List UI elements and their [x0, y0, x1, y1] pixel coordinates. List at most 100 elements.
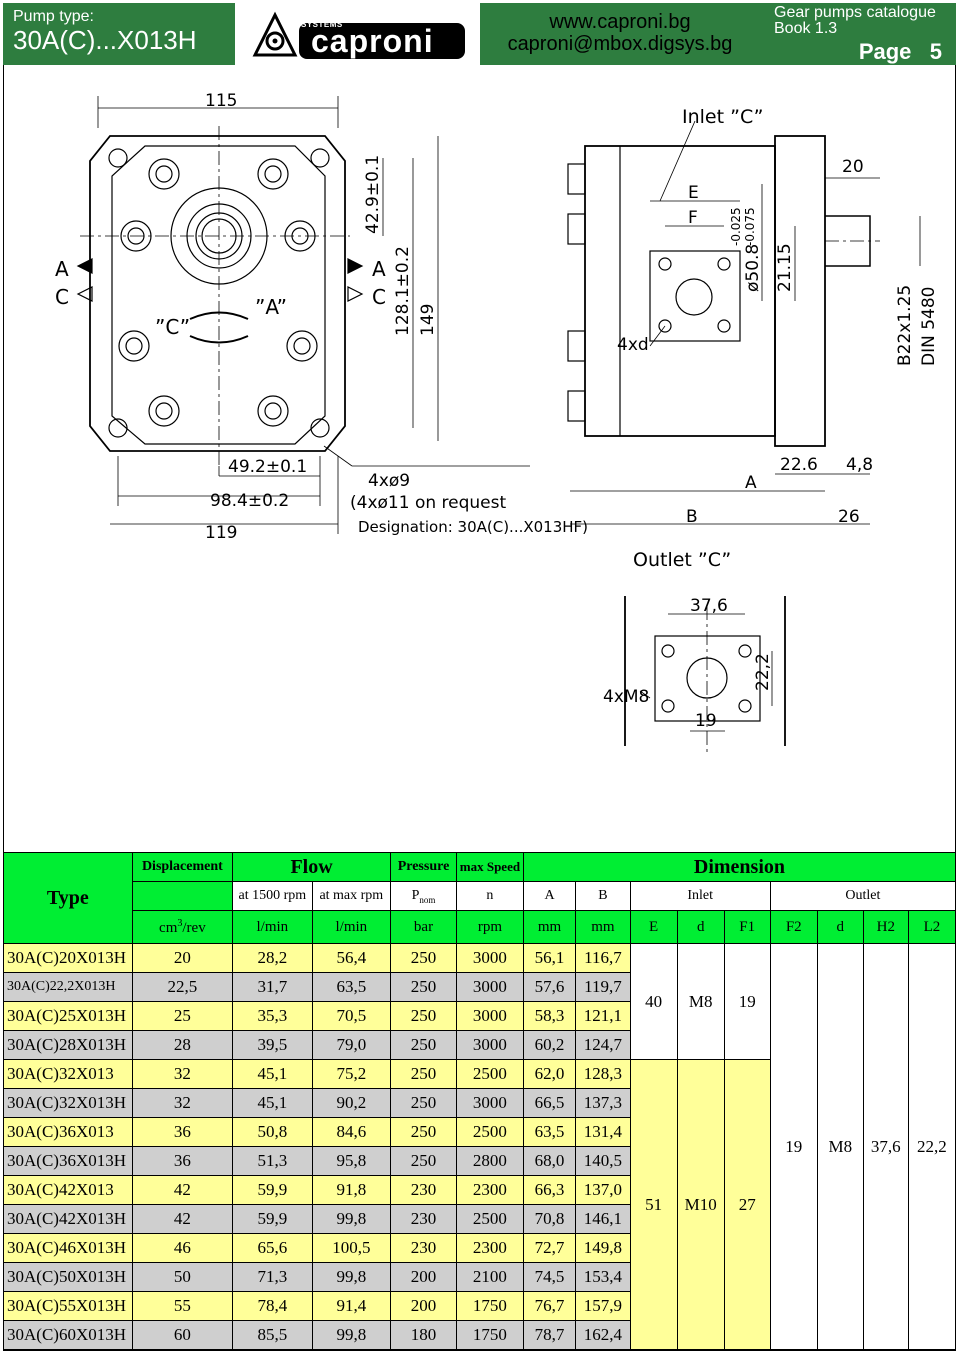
cell-value: 99,8	[311, 1262, 392, 1292]
spec-table: Type Displacement Flow Pressure max Spee…	[3, 852, 957, 1350]
dim-b: B	[686, 507, 698, 527]
unit-rpm: rpm	[455, 910, 524, 944]
cell-value: 1750	[455, 1320, 524, 1350]
cell-value: 76,7	[522, 1291, 577, 1321]
header-row-1: Type Displacement Flow Pressure max Spee…	[3, 852, 957, 944]
outlet-l2: 22,2	[907, 943, 957, 1350]
port-c-right: C	[372, 285, 386, 309]
unit-f2: F2	[769, 910, 818, 944]
cell-value: 250	[390, 1146, 457, 1176]
cell-value: 74,5	[522, 1262, 577, 1292]
dim-26: 26	[838, 507, 860, 527]
rotation-c-label: ”C”	[155, 315, 190, 339]
cell-value: 72,7	[522, 1233, 577, 1263]
cell-type: 30A(C)55X013H	[3, 1291, 133, 1321]
cell-value: 70,8	[522, 1204, 577, 1234]
unit-cm-sup: 3	[177, 917, 183, 929]
inlet-label: Inlet ”C”	[682, 106, 763, 128]
dim-f: F	[688, 208, 698, 228]
header: Pump type: 30A(C)...X013H HYDRAULIC ELEM…	[0, 0, 960, 68]
cell-value: 250	[390, 1030, 457, 1060]
col-pressure: Pressure	[390, 852, 457, 882]
cell-value: 1750	[455, 1291, 524, 1321]
dim-149: 149	[418, 304, 438, 336]
email-link[interactable]: caproni@mbox.digsys.bg	[507, 33, 733, 55]
dim-19: 19	[695, 711, 717, 731]
unit-d-inlet: d	[676, 910, 725, 944]
cell-value: 45,1	[232, 1088, 313, 1118]
cell-value: 71,3	[232, 1262, 313, 1292]
cell-value: 146,1	[575, 1204, 631, 1234]
website-link[interactable]: www.caproni.bg	[549, 11, 691, 33]
unit-mm-a: mm	[522, 910, 577, 944]
cell-value: 3000	[455, 1030, 524, 1060]
cell-value: 63,5	[522, 1117, 577, 1147]
inlet-d-group1: M8	[676, 943, 725, 1060]
cell-value: 62,0	[522, 1059, 577, 1089]
rotation-a-label: ”A”	[255, 295, 287, 319]
cell-value: 157,9	[575, 1291, 631, 1321]
unit-h2: H2	[862, 910, 909, 944]
holes-note: (4xø11 on request	[350, 493, 506, 513]
cell-value: 78,4	[232, 1291, 313, 1321]
cell-value: 91,4	[311, 1291, 392, 1321]
cell-value: 39,5	[232, 1030, 313, 1060]
unit-lmin-1: l/min	[232, 910, 313, 944]
pnom-sub: nom	[419, 894, 436, 905]
cell-value: 2500	[455, 1204, 524, 1234]
col-at-max: at max rpm	[311, 881, 392, 911]
unit-e: E	[629, 910, 678, 944]
outlet-f2: 19	[769, 943, 818, 1350]
cell-value: 35,3	[232, 1001, 313, 1031]
cell-type: 30A(C)36X013	[3, 1117, 133, 1147]
dim-4xm8: 4xM8	[603, 687, 649, 707]
cell-value: 78,7	[522, 1320, 577, 1350]
din-label: DIN 5480	[919, 287, 939, 367]
cell-value: 28	[131, 1030, 234, 1060]
cell-value: 68,0	[522, 1146, 577, 1176]
cell-value: 31,7	[232, 972, 313, 1002]
cell-value: 250	[390, 972, 457, 1002]
dim-22-6: 22.6	[780, 455, 818, 475]
cell-value: 57,6	[522, 972, 577, 1002]
tol-upper: -0.025	[729, 207, 743, 246]
inlet-e-group2: 51	[629, 1059, 678, 1350]
cell-value: 22,5	[131, 972, 234, 1002]
cell-value: 2300	[455, 1175, 524, 1205]
page-label: Page	[858, 39, 912, 64]
unit-bar: bar	[390, 910, 457, 944]
cell-type: 30A(C)32X013H	[3, 1088, 133, 1118]
cell-value: 28,2	[232, 943, 313, 973]
cell-value: 2300	[455, 1233, 524, 1263]
cell-value: 153,4	[575, 1262, 631, 1292]
unit-f1: F1	[723, 910, 771, 944]
cell-value: 2800	[455, 1146, 524, 1176]
cell-type: 30A(C)46X013H	[3, 1233, 133, 1263]
cell-value: 2500	[455, 1059, 524, 1089]
col-a: A	[522, 881, 577, 911]
cell-value: 55	[131, 1291, 234, 1321]
pump-type-value: 30A(C)...X013H	[13, 25, 197, 55]
cell-value: 200	[390, 1262, 457, 1292]
side-view	[567, 120, 921, 525]
page-indicator: Page 5	[859, 39, 942, 65]
col-inlet: Inlet	[629, 881, 771, 911]
outlet-label: Outlet ”C”	[633, 549, 731, 571]
logo-box: HYDRAULIC ELEMENTS AND SYSTEMS caproni	[235, 3, 480, 65]
outlet-h2: 37,6	[862, 943, 909, 1350]
pump-type-box: Pump type: 30A(C)...X013H	[3, 3, 235, 65]
dim-width-top: 115	[205, 91, 237, 111]
cell-type: 30A(C)28X013H	[3, 1030, 133, 1060]
cell-value: 36	[131, 1146, 234, 1176]
cell-value: 60	[131, 1320, 234, 1350]
technical-drawing: 115 A C A C ”C” ”A” 42.9±0.1 128.1±0.2 1…	[55, 91, 939, 756]
unit-cm3: cm3/rev	[131, 910, 234, 944]
col-speed: max Speed	[455, 852, 524, 882]
cell-type: 30A(C)36X013H	[3, 1146, 133, 1176]
